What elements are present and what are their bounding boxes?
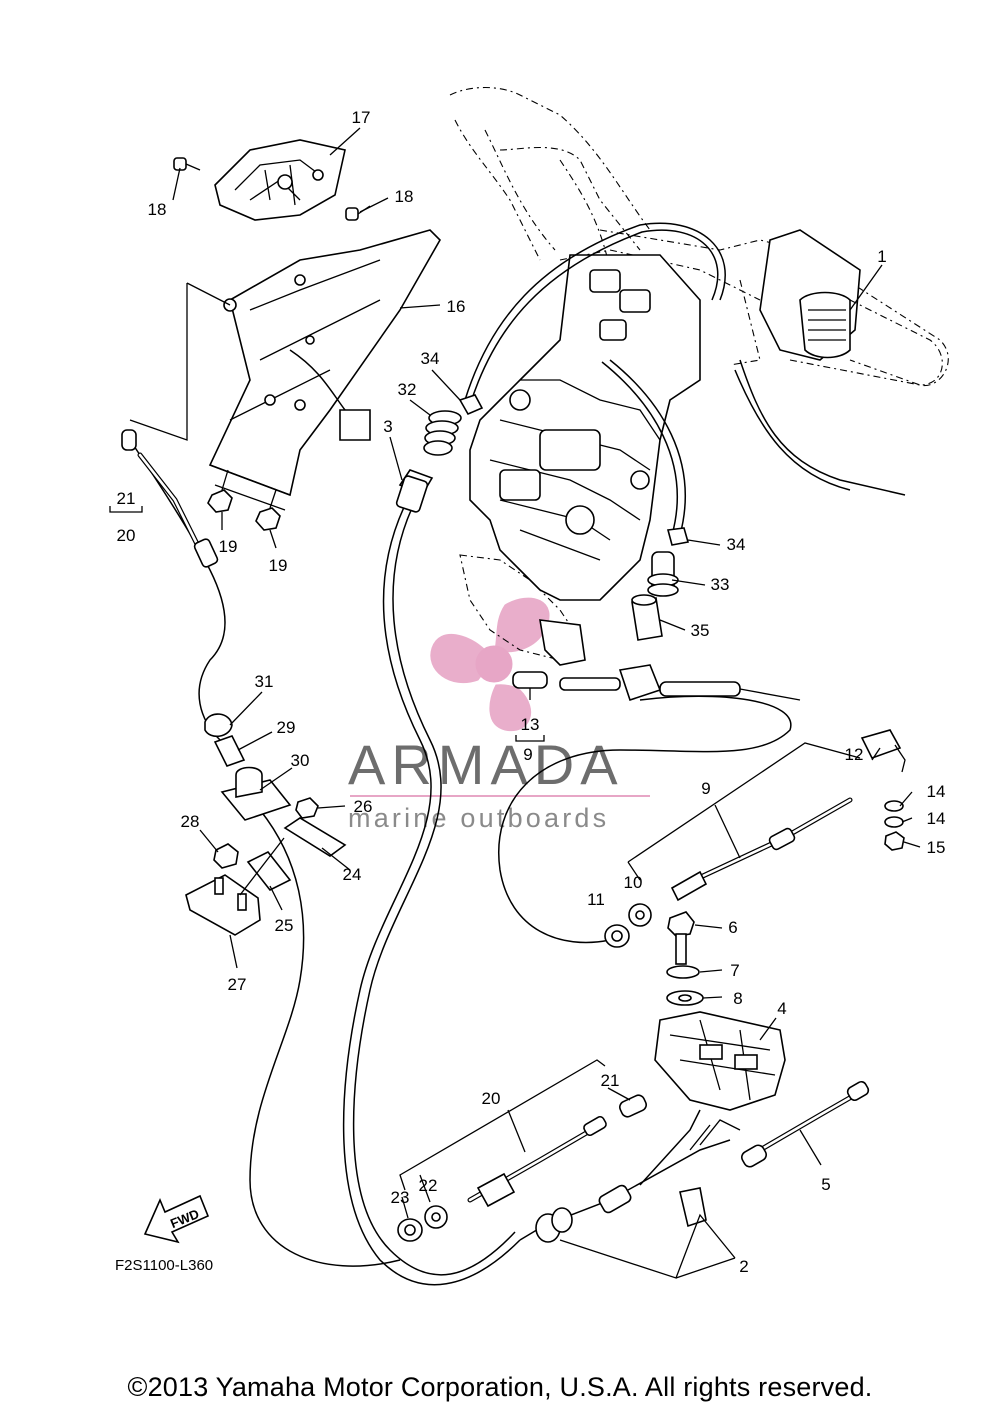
callout-1: 1 [877, 247, 886, 266]
callout-22: 22 [419, 1176, 438, 1195]
callout-33: 33 [711, 575, 730, 594]
callout-25: 25 [275, 916, 294, 935]
part-16-bracket [208, 229, 441, 511]
callout-19-right: 19 [269, 556, 288, 575]
part-34-clips [458, 394, 690, 546]
callout-29: 29 [277, 718, 296, 737]
part-15-nut [884, 831, 905, 851]
callout-23: 23 [391, 1188, 410, 1207]
callout-35: 35 [691, 621, 710, 640]
part-32-boot [423, 410, 462, 456]
part-17-cover [214, 139, 346, 221]
part-28-nut [213, 843, 239, 869]
callout-12: 12 [845, 745, 864, 764]
parts-diagram: ARMADA marine outboards [109, 87, 949, 1286]
part-19-nuts [207, 469, 281, 531]
part-11-nut [604, 924, 630, 948]
part-10-washer [628, 903, 652, 927]
part-14-washers [884, 800, 904, 828]
callout-20-left: 20 [117, 526, 136, 545]
callout-16: 16 [447, 297, 466, 316]
callout-8: 8 [733, 989, 742, 1008]
callout-31: 31 [255, 672, 274, 691]
part-29-sleeve [213, 735, 246, 767]
part-22-washer [424, 1205, 448, 1229]
part-2-cable-assembly [535, 1119, 741, 1243]
callout-10: 10 [624, 873, 643, 892]
callout-numbers: 1 2 3 4 5 6 7 8 9 9 10 11 12 13 14 14 15… [117, 108, 946, 1276]
part-7-washer [666, 965, 700, 979]
callout-7: 7 [730, 961, 739, 980]
callout-17: 17 [352, 108, 371, 127]
part-9-shift-cable [670, 797, 853, 902]
callout-21-left: 21 [117, 489, 136, 508]
callout-11: 11 [587, 890, 605, 909]
callout-14-upper: 14 [927, 782, 946, 801]
callout-34-right: 34 [727, 535, 746, 554]
part-25-plate [246, 850, 292, 892]
armada-watermark: ARMADA marine outboards [348, 597, 650, 833]
cables [129, 222, 906, 1286]
callout-3: 3 [383, 417, 392, 436]
callout-4: 4 [777, 999, 786, 1018]
part-23-nut [397, 1218, 423, 1242]
leader-lines [109, 127, 921, 1279]
callout-9-upper: 9 [701, 779, 710, 798]
part-35-sleeve [631, 594, 663, 641]
callout-13: 13 [521, 715, 540, 734]
callout-19-left: 19 [219, 537, 238, 556]
callout-28: 28 [181, 812, 200, 831]
callout-30: 30 [291, 751, 310, 770]
callout-26: 26 [354, 797, 373, 816]
callout-14-lower: 14 [927, 809, 946, 828]
part-26-nut [295, 797, 319, 819]
part-13-joint [512, 664, 801, 702]
part-3-sleeve [395, 469, 434, 513]
callout-6: 6 [728, 918, 737, 937]
callout-5: 5 [821, 1175, 830, 1194]
callout-18-left: 18 [148, 200, 167, 219]
callout-24: 24 [343, 865, 362, 884]
part-30-holder [220, 766, 292, 821]
part-27-bracket [185, 874, 261, 936]
part-4-holder [654, 1011, 786, 1111]
callout-9-lower: 9 [523, 745, 532, 764]
part-24-plate [283, 817, 347, 857]
callout-32: 32 [398, 380, 417, 399]
part-1-throttle-grip [759, 229, 943, 386]
part-12-joint [860, 729, 906, 773]
figure-code: F2S1100-L360 [115, 1257, 213, 1274]
propeller-logo [430, 597, 550, 732]
part-8-washer [666, 990, 704, 1006]
part-31-clip [204, 713, 233, 738]
part-6-bolt [667, 911, 695, 965]
callout-18-right: 18 [395, 187, 414, 206]
part-33-boot [647, 551, 679, 597]
part-5-cable-end [741, 1080, 870, 1168]
callout-15: 15 [927, 838, 946, 857]
callout-27: 27 [228, 975, 247, 994]
callout-20-bottom: 20 [482, 1089, 501, 1108]
part-21-left-cable-end [121, 429, 219, 568]
copyright-notice: ©2013 Yamaha Motor Corporation, U.S.A. A… [127, 1372, 873, 1402]
part-21-joint [619, 1094, 647, 1118]
fwd-arrow: FWD [143, 1194, 210, 1244]
callout-2: 2 [739, 1257, 748, 1276]
watermark-subtitle: marine outboards [348, 803, 609, 833]
engine-block [459, 254, 701, 666]
callout-21-bottom: 21 [601, 1071, 620, 1090]
watermark-title: ARMADA [348, 733, 624, 796]
callout-34-top: 34 [421, 349, 440, 368]
part-20-gear-cable [467, 1115, 607, 1208]
